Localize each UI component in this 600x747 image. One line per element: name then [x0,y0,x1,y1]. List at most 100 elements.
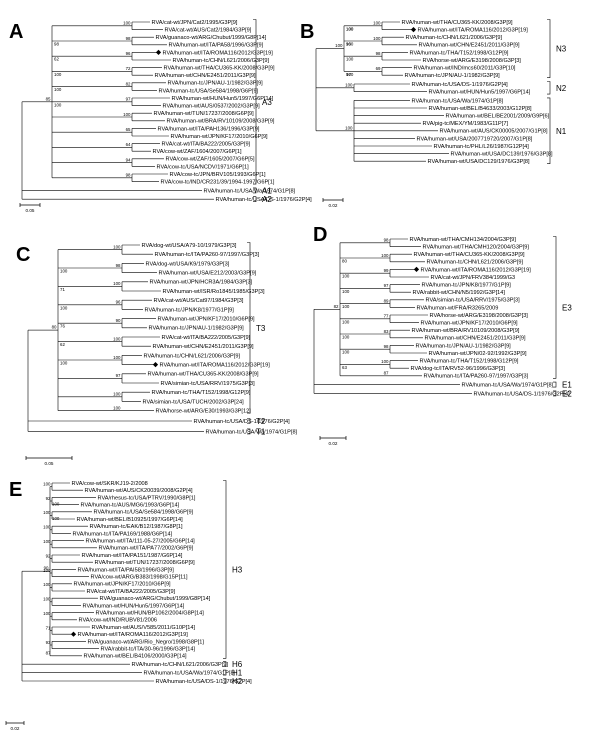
bootstrap-label: 71 [60,287,65,292]
bootstrap-label: 100 [335,43,343,48]
bootstrap-label: 89 [384,298,389,303]
leaf-label: RVA/cow-wt/SKR/KJ19-2/2008 [72,481,148,487]
leaf-label: RVA/cow-tc/USA/NCDV/1971/G6P[1] [157,164,250,170]
leaf-label: RVA/cat-wt/JPN/FRV384/1999/G3 [431,275,516,281]
clade-bracket [547,19,551,78]
leaf-label: RVA/human-wt/FRA/R3265/2009 [417,305,499,311]
panel-letter-e: E [9,479,23,501]
clade-label: N1 [556,127,567,136]
study-strain-marker [152,362,159,368]
bootstrap-label: 97 [384,283,389,288]
leaf-label: RVA/cat-wt/ITA/BA222/2005/G3P[9] [162,335,251,341]
bootstrap-label: 83 [384,329,389,334]
panel-letter-b: B [300,21,315,43]
tree-c: 1009810096901001009710010080100711007662… [25,242,298,466]
bootstrap-label: 100 [52,516,60,521]
leaf-label: RVA/human-tc/AUS/MG6/1993/G6P[14] [81,503,180,509]
leaf-label: RVA/human-wt/USA/E212/2003/G3P[9] [159,271,257,277]
leaf-label: RVA/human-tc/PHL/L26/1987/G12P[4] [434,144,530,150]
leaf-label: RVA/human-wt/TUN/17237/2008/G6P[9] [154,111,255,117]
bootstrap-label: 64 [126,142,131,147]
leaf-label: RVA/human-wt/HUN/Hun5/1997/G6P[14] [429,90,531,96]
bootstrap-label: 100 [43,568,51,573]
leaf-label: RVA/dog-wt/USA/K9/1979/G3P[3] [146,261,230,267]
leaf-label: RVA/human-tc/USA/Wa/1974/G1P[8] [204,188,296,194]
clade-bracket [223,669,227,676]
bootstrap-label: 100 [345,126,353,131]
bootstrap-label: 93 [46,640,51,645]
leaf-label: RVA/cow-tc/JPN/BRV105/1993/G6P[1] [170,172,267,178]
clade-bracket [253,19,257,185]
leaf-label: RVA/human-tc/THA/T152/1998/G12P[9] [420,359,519,365]
bootstrap-label: 100 [373,21,381,26]
bootstrap-label: 100 [113,244,121,249]
leaf-label: RVA/human-wt/ITA/ROMA116/2012/G3P[19] [421,267,532,273]
clade-bracket [223,661,227,667]
bootstrap-label: 100 [60,361,68,366]
leaf-label: RVA/human-wt/BEL/B4633/2003/G12P[8] [429,106,532,112]
bootstrap-label: 100 [342,350,350,355]
bootstrap-label: 82 [334,304,339,309]
bootstrap-label: 97 [346,72,351,77]
bootstrap-label: 100 [123,112,131,117]
leaf-label: RVA/human-wt/ITA/PAH136/1996/G3P[9] [158,126,260,132]
leaf-label: RVA/human-tc/USA/DS-1/1976/G2P[4] [412,82,509,88]
leaf-label: RVA/human-wt/AUS/CK20039/2008/G2P[4] [85,488,193,494]
bootstrap-label: 100 [60,269,68,274]
bootstrap-label: 76 [60,324,65,329]
leaf-label: RVA/human-wt/USA/2007719720/2007/G1P[8] [417,136,533,142]
leaf-label: RVA/human-tc/JPN/K8/1977/G1P[9] [145,307,235,313]
bootstrap-label: 98 [54,42,59,47]
bootstrap-label: 100 [342,289,350,294]
leaf-label: RVA/cow-tc/IND/CR231/39/1994-1997/G6P[1] [161,180,275,186]
study-strain-marker [410,27,417,33]
clade-bracket [253,187,257,194]
bootstrap-label: 87 [384,371,389,376]
clade-label: E1 [562,381,572,390]
clade-bracket [247,428,251,435]
leaf-label: RVA/human-tc/CHN/L621/2006/G3P[9] [406,35,503,41]
bootstrap-label: 82 [126,81,131,86]
scale-bar-label: 0.05 [45,461,54,466]
bootstrap-label: 92 [46,496,51,501]
bootstrap-label: 90 [116,318,121,323]
clade-label: H3 [232,565,243,574]
leaf-label: RVA/human-wt/JPN/KF17/2010/G6P[9] [74,582,172,588]
bootstrap-label: 100 [342,274,350,279]
bootstrap-label: 100 [342,335,350,340]
leaf-label: RVA/human-wt/JPN/HCR3A/1984/G3P[3] [150,280,253,286]
leaf-label: RVA/human-wt/BEL/B10925/1997/G6P[14] [77,517,184,523]
bootstrap-label: 100 [381,359,389,364]
leaf-label: RVA/human-wt/JPN/KF17/2010/G6P[9] [421,321,519,327]
leaf-label: RVA/rabbit-tc/ITA/30-96/1996/G3P[14] [101,647,196,653]
scale-bar-label: 0.02 [329,203,338,208]
bootstrap-label: 96 [346,42,351,47]
clade-label: N3 [556,45,567,54]
leaf-label: RVA/cat-wt/ITA/BA222/2005/G3P[9] [162,142,251,148]
study-strain-marker [413,266,420,272]
bootstrap-label: 100 [43,597,51,602]
leaf-label: RVA/simian-tc/USA/TUCH/2002/G3P[24] [143,399,245,405]
leaf-label: RVA/human-tc/USA/DS-1/1976/G2P[4] [194,419,291,425]
leaf-label: RVA/human-wt/USA/DC139/1976/G3P[8] [451,152,554,158]
leaf-label: RVA/human-wt/ITA/ROMA116/2012/G3P[19] [160,363,271,369]
bootstrap-label: 69 [376,66,381,71]
leaf-label: RVA/human-wt/ITA/ROMA116/2012/G3P[19] [163,50,274,56]
leaf-label: RVA/human-tc/CHN/L621/2006/G3P[9] [132,662,229,668]
scale-bar-label: 0.02 [11,726,20,731]
bootstrap-label: 100 [43,582,51,587]
bootstrap-label: 100 [373,36,381,41]
bootstrap-label: 77 [384,314,389,319]
leaf-label: RVA/simian-tc/USA/RRV/1975/G3P[3] [161,381,256,387]
leaf-label: RVA/rhesus-tc/USA/PTRV/1990/G8P[1] [98,495,196,501]
leaf-label: RVA/human-wt/BEL/BE2001/2009/G9P[6] [446,114,550,120]
leaf-label: RVA/human-wt/ITA/ROMA116/2012/G3P[19] [418,28,529,34]
clade-bracket [223,480,227,659]
clade-label: T2 [256,417,266,426]
leaf-label: RVA/cat-wt/ITA/BA222/2005/G3P[9] [87,589,176,595]
bootstrap-label: 65 [126,127,131,132]
bootstrap-label: 100 [113,355,121,360]
clade-label: E2 [562,389,572,398]
